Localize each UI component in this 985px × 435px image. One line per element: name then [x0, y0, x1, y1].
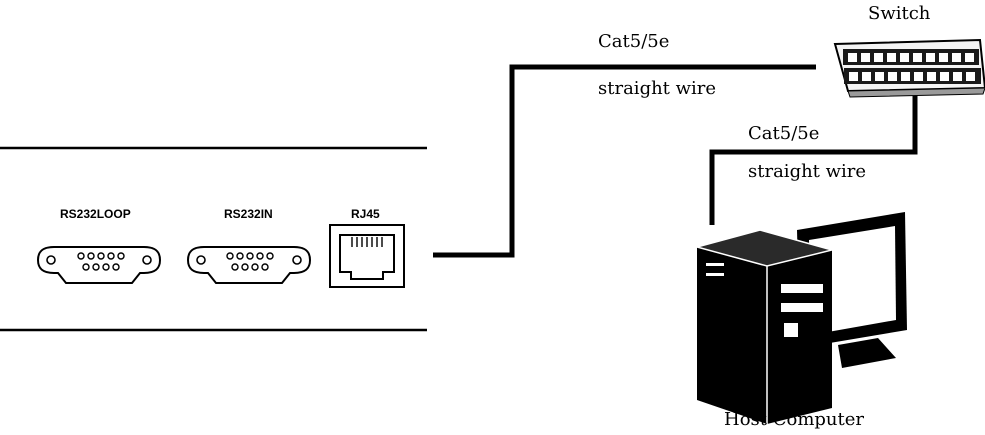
rj45-port	[329, 224, 405, 288]
cable-switch-to-host	[709, 90, 918, 225]
rs232in-port	[186, 246, 312, 284]
switch-host-wire-type-label: straight wire	[748, 161, 867, 182]
rs232in-label: RS232IN	[224, 207, 273, 221]
switch-host-cable-label: Cat5/5e	[748, 123, 820, 144]
rs232loop-label: RS232LOOP	[60, 207, 131, 221]
rj45-label: RJ45	[351, 207, 380, 221]
rs232loop-port	[36, 246, 162, 284]
panel-switch-wire-type-label: straight wire	[598, 78, 717, 99]
panel-switch-cable-label: Cat5/5e	[598, 31, 670, 52]
switch-label: Switch	[868, 3, 931, 24]
host-computer-icon	[694, 212, 907, 424]
cable-panel-to-switch	[433, 64, 816, 258]
switch-icon	[833, 38, 985, 98]
host-computer-label: Host Computer	[724, 409, 865, 430]
